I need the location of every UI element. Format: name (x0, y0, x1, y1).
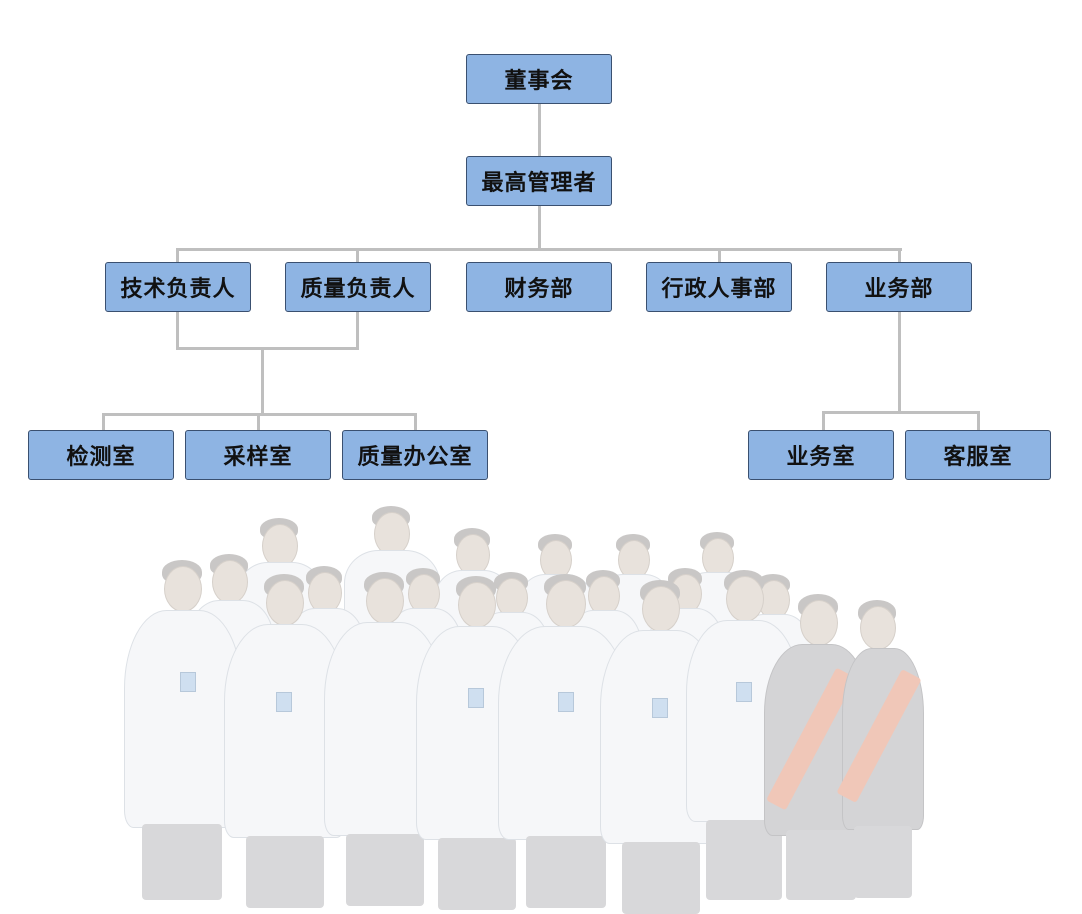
connector-business-up (898, 248, 901, 263)
node-business-room: 业务室 (748, 430, 894, 480)
node-testing-room: 检测室 (28, 430, 174, 480)
connector-leads-join (176, 347, 359, 350)
connector-business-down (898, 312, 901, 413)
connector-testing-up (102, 413, 105, 430)
connector-business-room-up (822, 411, 825, 430)
connector-admin-up (718, 248, 721, 263)
connector-level2-horizontal (176, 248, 902, 251)
connector-tech-lead-down (176, 312, 179, 350)
connector-customer-service-up (977, 411, 980, 430)
node-quality-office: 质量办公室 (342, 430, 488, 480)
node-quality-lead: 质量负责人 (285, 262, 431, 312)
connector-manager-down (538, 206, 541, 250)
node-top-manager: 最高管理者 (466, 156, 612, 206)
node-admin-hr: 行政人事部 (646, 262, 792, 312)
node-customer-service: 客服室 (905, 430, 1051, 480)
node-business: 业务部 (826, 262, 972, 312)
connector-leads-stem (261, 347, 264, 415)
connector-board-manager (538, 104, 541, 156)
connector-business-rooms-horizontal (822, 411, 980, 414)
connector-sampling-up (257, 413, 260, 430)
node-sampling-room: 采样室 (185, 430, 331, 480)
node-tech-lead: 技术负责人 (105, 262, 251, 312)
connector-quality-office-up (414, 413, 417, 430)
node-board: 董事会 (466, 54, 612, 104)
org-chart: 董事会 最高管理者 技术负责人 质量负责人 财务部 行政人事部 业务部 检测室 … (28, 54, 1051, 480)
node-finance: 财务部 (466, 262, 612, 312)
connector-tech-lead-up (176, 248, 179, 263)
team-photo (100, 500, 940, 914)
connector-quality-lead-up (356, 248, 359, 263)
connector-quality-lead-down (356, 312, 359, 350)
